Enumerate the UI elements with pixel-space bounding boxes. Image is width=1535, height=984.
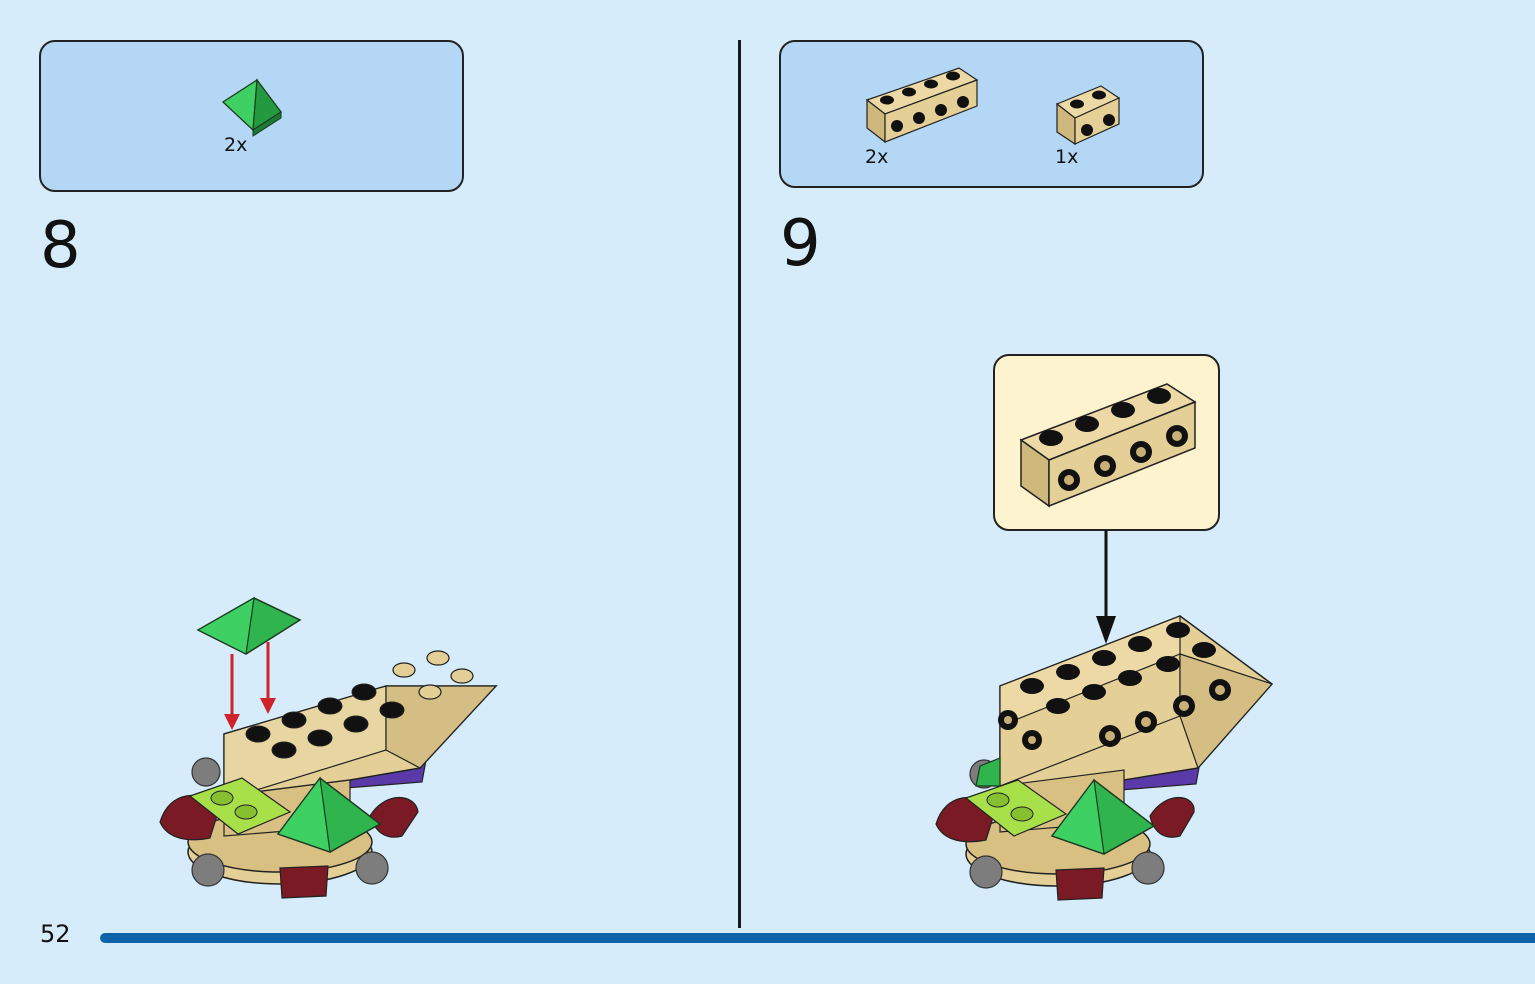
placement-arrow bbox=[1096, 530, 1116, 644]
tan-1x4-brick-with-side-studs-icon bbox=[865, 67, 979, 144]
step-8-assembly-illustration bbox=[159, 596, 498, 899]
step-9-assembly-illustration bbox=[935, 615, 1274, 901]
step-9-parts-box: 2x 1x bbox=[779, 40, 1204, 188]
green-roof-tile-icon bbox=[222, 78, 282, 137]
step-divider bbox=[738, 40, 741, 928]
part-quantity: 2x bbox=[224, 134, 248, 156]
part-quantity: 2x bbox=[865, 146, 889, 168]
tan-1x2-brick-with-side-studs-icon bbox=[1055, 85, 1121, 146]
part-quantity: 1x bbox=[1055, 146, 1079, 168]
step-8-parts-box: 2x bbox=[39, 40, 464, 192]
step-number-9: 9 bbox=[780, 207, 821, 281]
tan-1x4-brick-with-side-studs-icon bbox=[1019, 383, 1197, 508]
page-footer-bar bbox=[100, 933, 1535, 943]
step-9-callout bbox=[993, 354, 1220, 531]
step-number-8: 8 bbox=[40, 209, 81, 283]
page-number: 52 bbox=[40, 920, 71, 948]
